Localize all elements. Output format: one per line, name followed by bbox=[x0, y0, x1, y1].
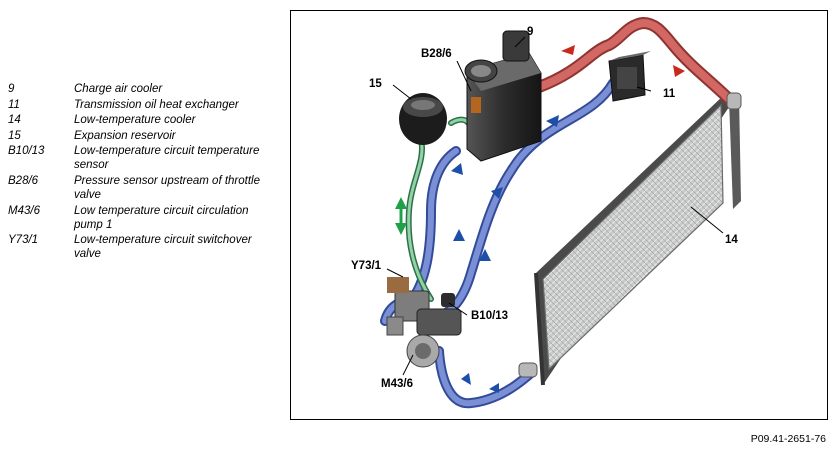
legend-desc: Transmission oil heat exchanger bbox=[74, 98, 239, 111]
flow-arrows bbox=[395, 45, 685, 393]
hot-pipe bbox=[533, 16, 737, 107]
legend-code: B10/13 bbox=[8, 145, 45, 158]
diagram-reference: P09.41-2651-76 bbox=[750, 433, 826, 445]
legend-item: Y73/1 Low-temperature circuit switchover… bbox=[8, 233, 278, 261]
diagram-frame: 9 B28/6 15 11 14 Y73/1 B10/13 M43/6 bbox=[290, 10, 828, 420]
legend-item: 9 Charge air cooler bbox=[8, 82, 278, 96]
label-switchover-valve: Y73/1 bbox=[351, 260, 382, 272]
charge-air-cooler bbox=[464, 30, 542, 162]
pump-valve-cluster bbox=[386, 277, 462, 368]
label-temp-sensor: B10/13 bbox=[471, 310, 508, 322]
legend-desc: Low-temperature circuit switchover valve bbox=[74, 234, 252, 261]
legend-desc: Charge air cooler bbox=[74, 83, 163, 95]
legend-item: 15 Expansion reservoir bbox=[8, 129, 278, 143]
transmission-oil-heat-exchanger bbox=[608, 51, 651, 102]
legend-desc: Pressure sensor upstream of throttle val… bbox=[74, 174, 260, 201]
legend-desc: Low-temperature circuit temperature sens… bbox=[74, 145, 260, 172]
label-expansion-reservoir: 15 bbox=[369, 78, 382, 90]
legend-item: B28/6 Pressure sensor upstream of thrott… bbox=[8, 174, 278, 202]
label-heat-exchanger: 11 bbox=[663, 88, 676, 100]
legend-code: Y73/1 bbox=[8, 234, 39, 247]
cooler-fittings bbox=[518, 92, 742, 378]
legend: 9 Charge air cooler 11 Transmission oil … bbox=[8, 82, 278, 263]
legend-desc: Expansion reservoir bbox=[74, 129, 176, 142]
label-pressure-sensor: B28/6 bbox=[421, 48, 452, 60]
cooling-circuit-diagram: 9 B28/6 15 11 14 Y73/1 B10/13 M43/6 bbox=[351, 16, 742, 409]
legend-code: 15 bbox=[8, 129, 21, 142]
expansion-reservoir bbox=[399, 93, 447, 145]
label-low-temp-cooler: 14 bbox=[725, 234, 738, 246]
legend-desc: Low temperature circuit circulation pump… bbox=[74, 204, 249, 231]
label-charge-air-cooler: 9 bbox=[527, 26, 533, 38]
legend-item: B10/13 Low-temperature circuit temperatu… bbox=[8, 144, 278, 172]
legend-item: 14 Low-temperature cooler bbox=[8, 113, 278, 127]
legend-code: M43/6 bbox=[8, 204, 40, 217]
low-temperature-cooler bbox=[534, 95, 741, 386]
legend-code: B28/6 bbox=[8, 174, 39, 187]
leader-lines bbox=[386, 36, 724, 376]
legend-code: 9 bbox=[8, 83, 15, 95]
reservoir-line bbox=[405, 116, 474, 302]
legend-code: 14 bbox=[8, 114, 21, 127]
legend-item: M43/6 Low temperature circuit circulatio… bbox=[8, 204, 278, 232]
label-circulation-pump: M43/6 bbox=[381, 378, 413, 390]
legend-desc: Low-temperature cooler bbox=[74, 114, 196, 127]
legend-item: 11 Transmission oil heat exchanger bbox=[8, 98, 278, 112]
legend-code: 11 bbox=[8, 98, 20, 111]
